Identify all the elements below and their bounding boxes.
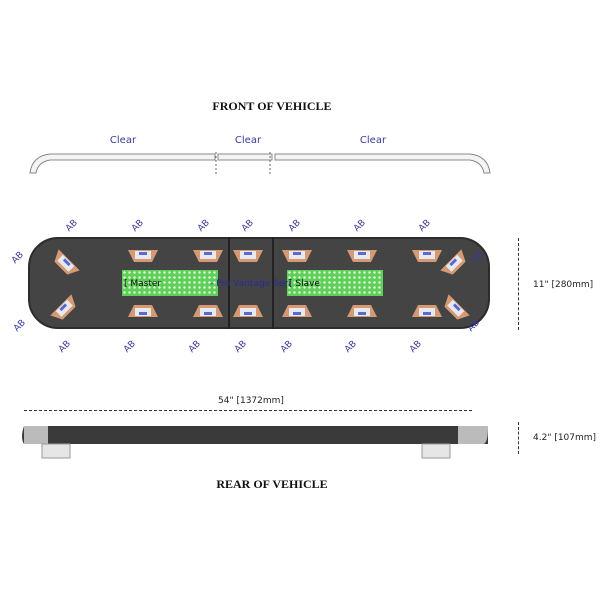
clear-label-center: Clear [234,135,262,146]
height-dimension: 4.2" [107mm] [533,433,597,443]
length-dimension-line [24,410,472,411]
led-module [347,250,377,262]
ab-color-label: AB [10,250,26,266]
clear-label-right: Clear [359,135,387,146]
led-module [128,250,158,262]
clear-label-left: Clear [109,135,137,146]
ab-color-label: AB [187,339,203,355]
ab-color-label: AB [408,339,424,355]
ab-color-label: AB [417,218,433,234]
ab-color-label: AB [122,339,138,355]
ab-color-label: AB [279,339,295,355]
master-board [122,270,218,296]
series-label: - Pro Vantage Seri [210,279,291,289]
top-profile-view [29,152,491,174]
ab-color-label: AB [233,339,249,355]
slave-label: [ Slave [289,279,320,289]
length-dimension: 54" [1372mm] [218,396,284,406]
ab-color-label: AB [12,318,28,334]
ab-color-label: AB [343,339,359,355]
depth-dimension-line [518,238,519,330]
ab-color-label: AB [196,218,212,234]
ab-color-label: AB [130,218,146,234]
ab-color-label: AB [287,218,303,234]
height-dimension-line [518,422,519,454]
rear-of-vehicle-label: REAR OF VEHICLE [216,477,328,491]
segment-divider [272,237,274,329]
ab-color-label: AB [352,218,368,234]
segment-divider [228,237,230,329]
slave-board [287,270,383,296]
led-module [193,250,223,262]
ab-color-label: AB [240,218,256,234]
side-profile-view [22,426,488,459]
ab-color-label: AB [64,218,80,234]
led-module [412,250,442,262]
ab-color-label: AB [57,339,73,355]
led-module [282,250,312,262]
depth-dimension: 11" [280mm] [533,280,594,290]
master-label: [ Master [124,279,162,289]
front-of-vehicle-label: FRONT OF VEHICLE [212,99,332,113]
led-module [233,250,263,262]
